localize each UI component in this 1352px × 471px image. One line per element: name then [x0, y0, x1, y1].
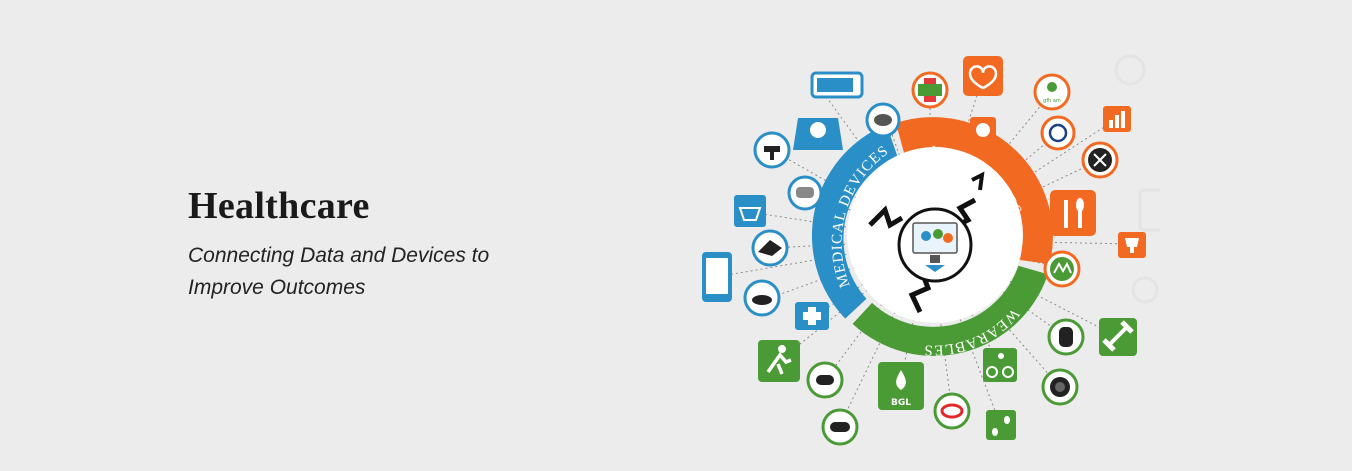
hero-text-block: Healthcare Connecting Data and Devices t… — [188, 182, 588, 304]
red-band-icon — [933, 392, 971, 430]
diet-app-icon — [1050, 190, 1096, 236]
smartwatch-icon — [1041, 368, 1079, 406]
bgl-label: BGL — [891, 398, 911, 408]
glucose-bgl-icon: BGL — [878, 362, 924, 410]
pulse-oximeter-icon — [787, 175, 823, 211]
stopwatch-icon — [1040, 115, 1076, 151]
smartphone-icon — [702, 252, 732, 302]
app-badge-text: gfh am — [1043, 98, 1061, 104]
ring-segment-medical-devices — [811, 124, 898, 319]
ring-segment-health-apps — [895, 117, 1053, 264]
ring-segment-wearables — [852, 265, 1048, 356]
faded-background-icons — [1114, 54, 1160, 304]
running-icon — [758, 340, 800, 382]
subtitle-line-2: Improve Outcomes — [188, 276, 366, 299]
bar-chart-app-icon — [1103, 106, 1131, 132]
dumbbell-icon — [1099, 318, 1137, 356]
fitness-band-icon — [1047, 318, 1085, 356]
sleep-tracker-icon — [821, 408, 859, 446]
pharmacy-icon — [911, 71, 949, 109]
nutrition-app-icon — [970, 117, 996, 143]
heart-rate-app-icon — [963, 56, 1003, 96]
cycling-icon — [983, 348, 1017, 382]
footsteps-icon — [986, 410, 1016, 440]
fitness-figure-icon — [1081, 141, 1119, 179]
first-aid-icon — [795, 302, 829, 330]
activity-tracker-icon — [806, 361, 844, 399]
page-title: Healthcare — [188, 185, 370, 227]
tablet-icon — [810, 71, 864, 99]
subtitle-line-1: Connecting Data and Devices to — [188, 244, 490, 267]
app-badge-icon: gfh am — [1033, 73, 1071, 111]
scale-icon — [793, 118, 843, 150]
glucometer-icon — [865, 102, 901, 138]
trophy-app-icon — [1118, 232, 1146, 258]
connected-health-diagram: MEDICAL DEVICES HEALTH APPS WEARABLES — [702, 54, 1160, 446]
basket-icon — [734, 195, 766, 227]
hub-icon — [868, 171, 985, 314]
wearable-sensor-icon — [751, 229, 789, 267]
page-subtitle: Connecting Data and Devices to Improve O… — [188, 240, 588, 304]
activity-graph-icon — [1043, 250, 1081, 288]
thermometer-icon — [753, 131, 791, 169]
hearing-device-icon — [743, 279, 781, 317]
